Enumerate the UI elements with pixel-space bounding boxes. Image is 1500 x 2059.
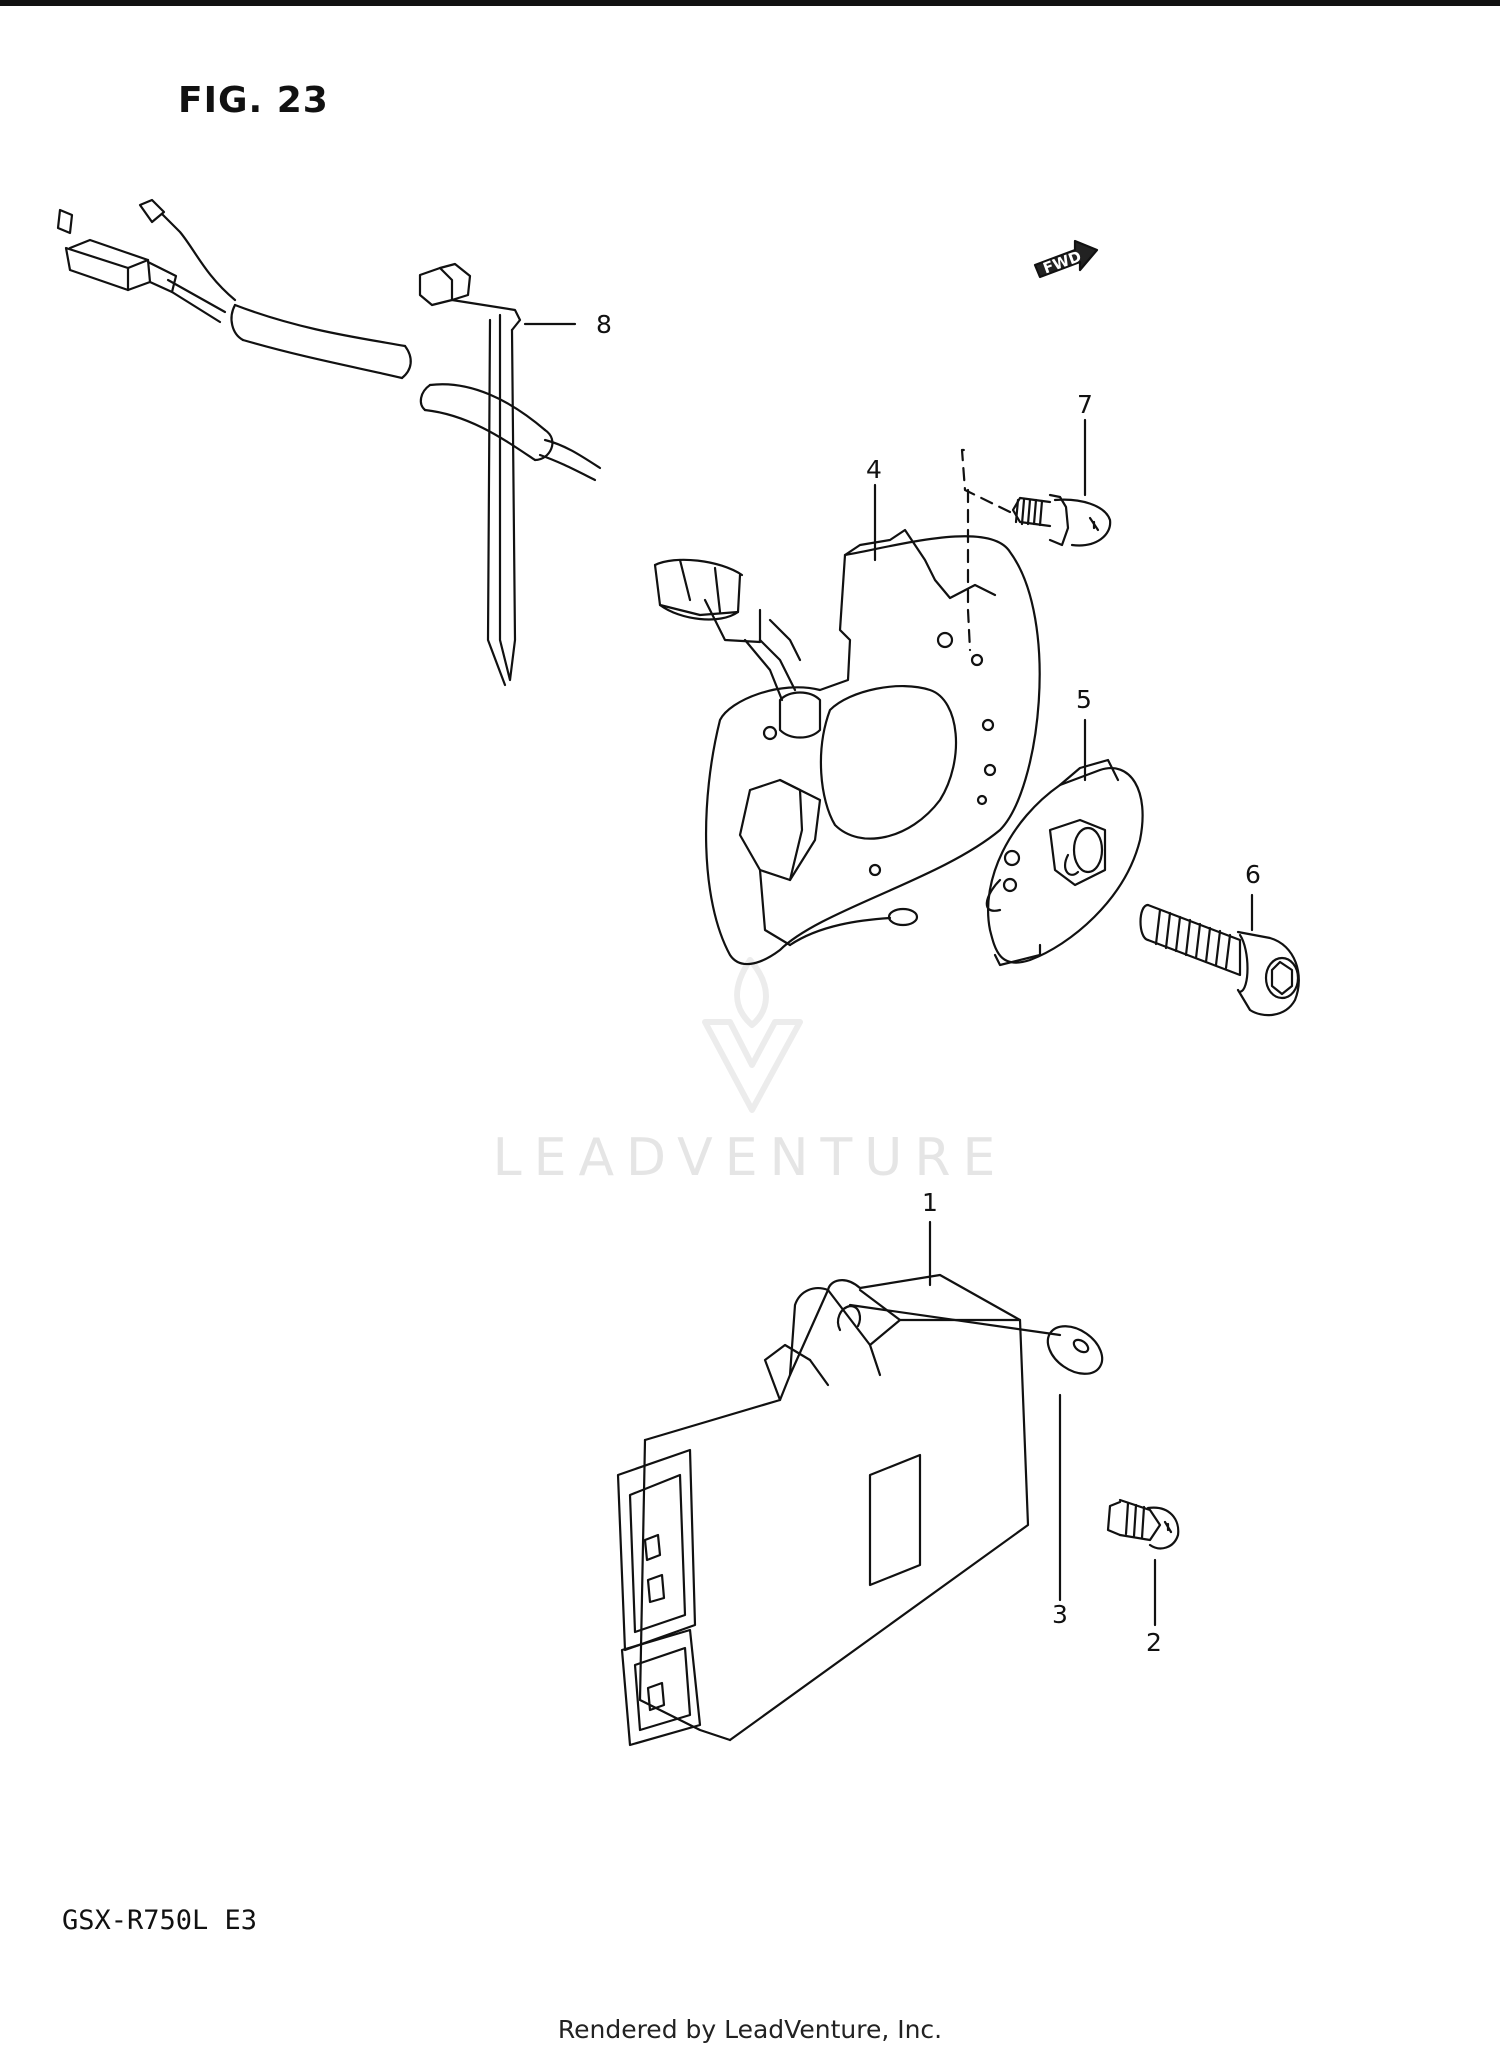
wiring-harness-icon [56, 198, 802, 702]
igniter-unit-icon [616, 1273, 1030, 1747]
screw-2-icon [1106, 1498, 1180, 1550]
signal-generator-plate-icon [704, 528, 1041, 966]
model-code: GSX-R750L E3 [62, 1905, 258, 1936]
watermark-text: LEADVENTURE [492, 1128, 1008, 1188]
callout-2: 2 [1146, 1628, 1162, 1657]
watermark-logo-icon [702, 957, 803, 1113]
top-border-rule [0, 0, 1500, 6]
callout-leaders [523, 322, 1254, 1627]
callout-5: 5 [1076, 685, 1092, 714]
fwd-arrow-icon: FWD [1033, 239, 1099, 279]
washer-icon [848, 1303, 1104, 1375]
screw-7-icon [960, 448, 1112, 652]
rotor-icon [985, 758, 1144, 967]
footer-credit: Rendered by LeadVenture, Inc. [557, 2015, 943, 2044]
callout-3: 3 [1052, 1600, 1068, 1629]
figure-title: FIG. 23 [178, 80, 329, 121]
callout-7: 7 [1077, 390, 1093, 419]
fwd-label: FWD [1041, 247, 1084, 277]
callout-6: 6 [1245, 860, 1261, 889]
bolt-6-icon [1139, 903, 1300, 1017]
callout-4: 4 [866, 455, 882, 484]
callout-1: 1 [922, 1188, 938, 1217]
callout-8: 8 [596, 310, 612, 339]
